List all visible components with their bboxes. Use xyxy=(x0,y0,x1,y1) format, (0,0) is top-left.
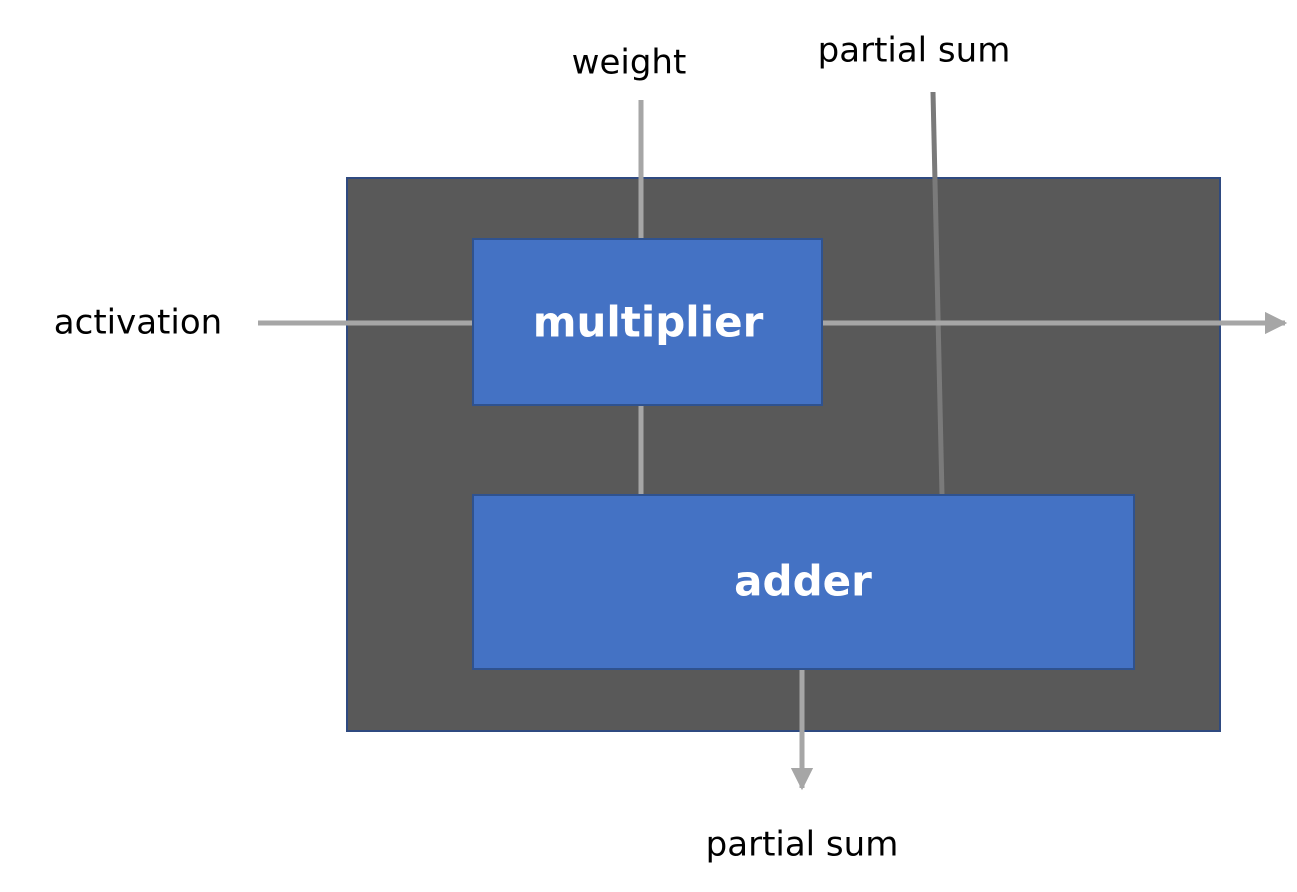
adder-block xyxy=(472,494,1135,670)
weight-label: weight xyxy=(572,43,687,83)
multiplier-block xyxy=(472,238,823,406)
partial-sum-input-wire xyxy=(930,91,945,496)
partial-sum-output-label: partial sum xyxy=(706,825,899,865)
adder-label: adder xyxy=(734,557,872,606)
multiplier-label: multiplier xyxy=(533,298,764,347)
partial-sum-input-label: partial sum xyxy=(818,31,1011,71)
activation-label: activation xyxy=(54,303,222,343)
